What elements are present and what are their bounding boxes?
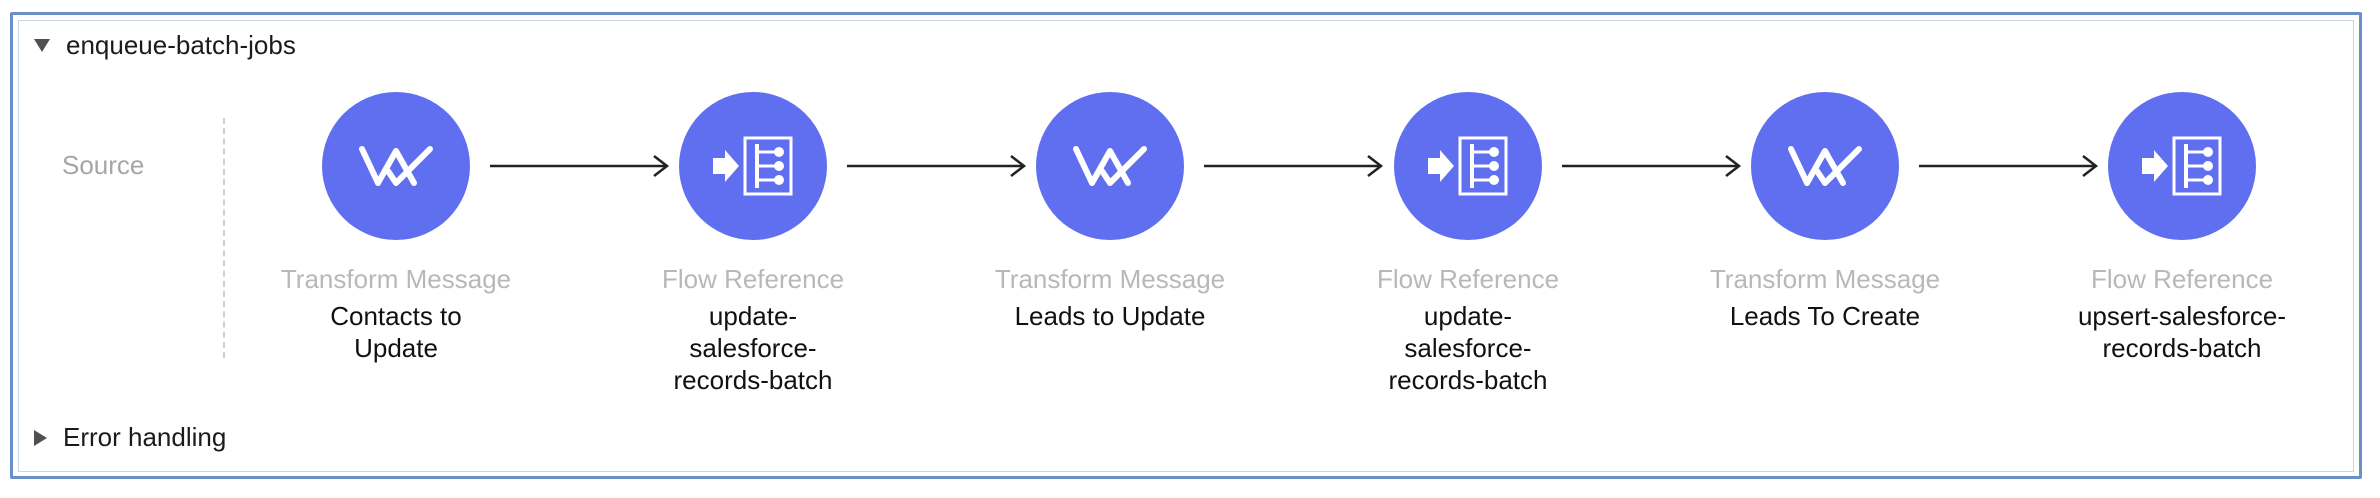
- node-name-line: upsert-salesforce-: [2077, 301, 2287, 331]
- flow-node-flow-ref-1[interactable]: Flow Reference update- salesforce- recor…: [603, 92, 903, 396]
- node-name-label: Leads To Create: [1729, 301, 1921, 331]
- flow-reference-icon[interactable]: [679, 92, 827, 240]
- transform-message-icon[interactable]: [1036, 92, 1184, 240]
- connector-arrow-icon: [1919, 155, 2099, 177]
- node-name-label: Contacts to Update: [330, 301, 462, 363]
- flow-reference-icon[interactable]: [2108, 92, 2256, 240]
- connector-arrow-icon: [1204, 155, 1384, 177]
- flow-header[interactable]: enqueue-batch-jobs: [34, 30, 296, 61]
- node-name-line: update-: [1423, 301, 1513, 331]
- expand-triangle-icon[interactable]: [34, 429, 47, 446]
- error-handling-header[interactable]: Error handling: [34, 422, 226, 453]
- connector-arrow-icon: [847, 155, 1027, 177]
- node-type-label: Flow Reference: [1376, 264, 1560, 294]
- node-type-label: Transform Message: [280, 264, 512, 294]
- source-divider: [223, 118, 225, 358]
- error-handling-label: Error handling: [63, 422, 227, 452]
- flow-container: [10, 12, 2362, 479]
- node-name-label: update- salesforce- records-batch: [1358, 300, 1578, 396]
- transform-message-icon[interactable]: [1751, 92, 1899, 240]
- node-name-line: salesforce-: [689, 333, 817, 363]
- flow-node-transform-contacts[interactable]: Transform Message Contacts to Update: [246, 92, 546, 364]
- flow-reference-icon[interactable]: [1394, 92, 1542, 240]
- source-label: Source: [62, 150, 145, 180]
- flow-node-transform-leads-update[interactable]: Transform Message Leads to Update: [960, 92, 1260, 332]
- flow-node-transform-leads-create[interactable]: Transform Message Leads To Create: [1675, 92, 1975, 332]
- node-type-label: Flow Reference: [661, 264, 845, 294]
- connector-arrow-icon: [490, 155, 670, 177]
- node-type-label: Transform Message: [994, 264, 1226, 294]
- node-name-line: records-batch: [1388, 365, 1548, 395]
- node-name-line: records-batch: [2102, 333, 2262, 363]
- node-name-label: update- salesforce- records-batch: [643, 300, 863, 396]
- flow-canvas: [18, 20, 2354, 472]
- node-type-label: Flow Reference: [2090, 264, 2274, 294]
- flow-node-flow-ref-2[interactable]: Flow Reference update- salesforce- recor…: [1318, 92, 1618, 396]
- node-name-label: Leads to Update: [1014, 301, 1206, 331]
- transform-message-icon[interactable]: [322, 92, 470, 240]
- node-name-label: upsert-salesforce- records-batch: [2042, 300, 2322, 364]
- connector-arrow-icon: [1562, 155, 1742, 177]
- flow-name: enqueue-batch-jobs: [66, 30, 296, 60]
- node-name-line: salesforce-: [1404, 333, 1532, 363]
- node-name-line: update-: [708, 301, 798, 331]
- collapse-triangle-icon[interactable]: [34, 39, 50, 52]
- flow-node-flow-ref-3[interactable]: Flow Reference upsert-salesforce- record…: [2032, 92, 2332, 364]
- node-type-label: Transform Message: [1709, 264, 1941, 294]
- node-name-line: records-batch: [673, 365, 833, 395]
